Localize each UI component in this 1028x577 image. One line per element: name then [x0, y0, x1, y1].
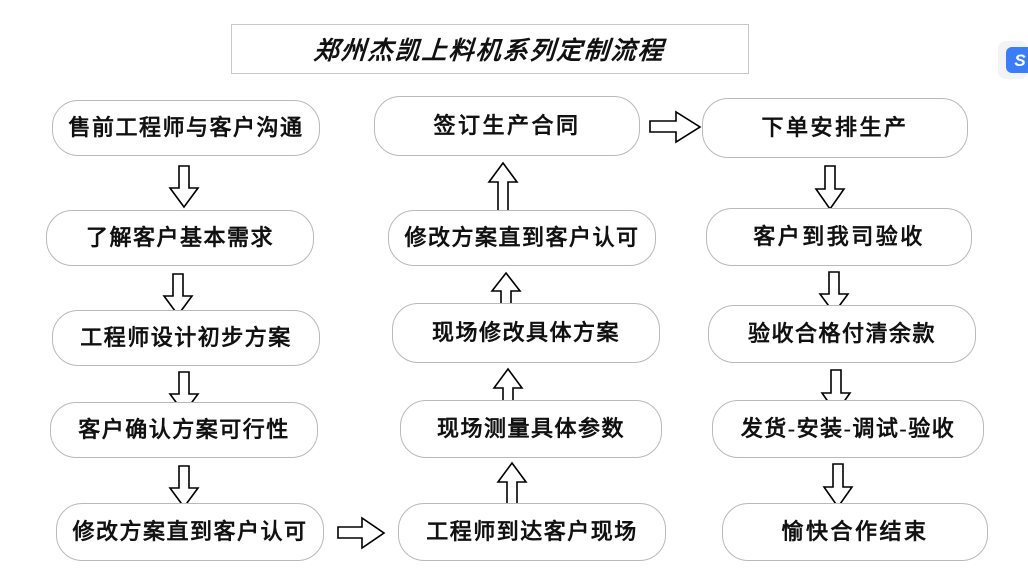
flow-node-pay-balance-after-acceptance[interactable]: 验收合格付清余款 — [708, 305, 976, 363]
flow-node-label: 修改方案直到客户认可 — [72, 519, 308, 544]
badge-glyph: S — [1014, 50, 1026, 70]
flow-node-customer-confirm-feasibility[interactable]: 客户确认方案可行性 — [50, 402, 318, 458]
flow-node-label: 愉快合作结束 — [781, 519, 929, 544]
arrow-down-c1-4 — [168, 465, 200, 509]
flow-node-label: 修改方案直到客户认可 — [404, 225, 640, 250]
arrow-down-c1-1 — [168, 165, 200, 209]
arrow-down-c3-4 — [822, 463, 854, 509]
flow-node-engineer-draft-plan[interactable]: 工程师设计初步方案 — [52, 310, 320, 366]
flow-node-label: 验收合格付清余款 — [747, 321, 936, 346]
flow-node-label: 售前工程师与客户沟通 — [68, 115, 304, 140]
flow-node-label: 客户确认方案可行性 — [78, 417, 290, 442]
flow-node-revise-until-approved-c2[interactable]: 修改方案直到客户认可 — [388, 210, 656, 266]
brand-badge-icon[interactable]: S — [1006, 47, 1028, 73]
arrow-up-c2-4 — [496, 461, 528, 506]
flow-node-engineer-arrive-onsite[interactable]: 工程师到达客户现场 — [398, 503, 666, 561]
flow-node-label: 工程师到达客户现场 — [426, 519, 638, 544]
flow-node-label: 下单安排生产 — [761, 115, 909, 140]
page-title: 郑州杰凯上料机系列定制流程 — [313, 38, 667, 65]
flow-node-happy-cooperation-end[interactable]: 愉快合作结束 — [722, 503, 988, 561]
flow-node-ship-install-debug-accept[interactable]: 发货-安装-调试-验收 — [712, 400, 984, 458]
flow-node-understand-requirements[interactable]: 了解客户基本需求 — [46, 210, 314, 266]
flow-node-revise-until-approved-c1[interactable]: 修改方案直到客户认可 — [56, 503, 324, 561]
flow-node-customer-inspect-at-factory[interactable]: 客户到我司验收 — [706, 208, 972, 266]
arrow-down-c3-2 — [818, 271, 850, 315]
flow-node-label: 发货-安装-调试-验收 — [740, 416, 956, 441]
arrow-up-c2-1 — [487, 161, 519, 212]
flow-node-label: 签订生产合同 — [433, 113, 581, 138]
flow-node-onsite-revise-plan[interactable]: 现场修改具体方案 — [392, 303, 660, 363]
arrow-down-c1-2 — [162, 273, 194, 317]
flow-node-onsite-measure-parameters[interactable]: 现场测量具体参数 — [400, 400, 662, 458]
flow-node-place-order-production[interactable]: 下单安排生产 — [702, 98, 968, 158]
flow-node-label: 客户到我司验收 — [753, 224, 925, 249]
diagram-title-box: 郑州杰凯上料机系列定制流程 — [231, 24, 749, 74]
flow-node-label: 现场测量具体参数 — [436, 416, 625, 441]
flow-node-presales-communication[interactable]: 售前工程师与客户沟通 — [52, 100, 320, 156]
flow-node-label: 了解客户基本需求 — [85, 225, 274, 250]
arrow-down-c3-1 — [814, 165, 846, 211]
arrow-right-c2-to-c3 — [649, 110, 702, 144]
flow-node-label: 工程师设计初步方案 — [80, 325, 292, 350]
arrow-right-c1-to-c2 — [337, 516, 386, 550]
flow-node-label: 现场修改具体方案 — [431, 320, 620, 345]
flow-node-sign-production-contract[interactable]: 签订生产合同 — [374, 96, 640, 156]
